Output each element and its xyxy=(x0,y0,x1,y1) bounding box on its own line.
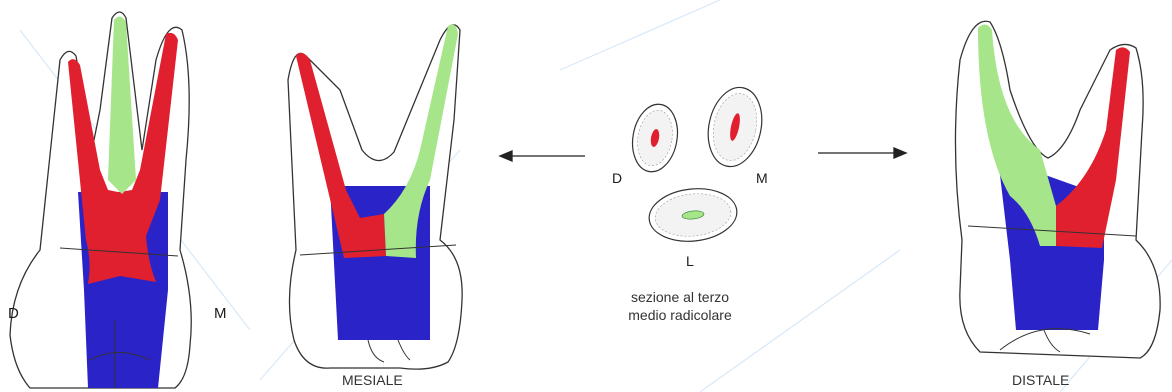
section-lingual-root xyxy=(647,185,740,246)
section-mesial-root xyxy=(701,82,768,171)
arrow-to-mesial xyxy=(500,151,585,161)
section-distal-root xyxy=(627,101,682,176)
caption-line-1: sezione al terzo xyxy=(590,288,770,306)
label-section-lingual: L xyxy=(686,253,694,269)
tooth-distal-view xyxy=(955,21,1160,358)
label-mesiale: MESIALE xyxy=(342,372,403,388)
caption-line-2: medio radicolare xyxy=(590,306,770,324)
label-section-mesial: M xyxy=(756,170,768,186)
section-caption: sezione al terzo medio radicolare xyxy=(590,288,770,324)
label-distale: DISTALE xyxy=(1012,372,1069,388)
tooth-mesial-view xyxy=(288,24,462,369)
label-section-distal: D xyxy=(612,170,622,186)
tooth-buccal-view xyxy=(10,12,191,388)
label-left-mesial: M xyxy=(214,305,227,322)
label-left-distal: D xyxy=(8,305,19,322)
arrow-to-distal xyxy=(818,148,906,158)
